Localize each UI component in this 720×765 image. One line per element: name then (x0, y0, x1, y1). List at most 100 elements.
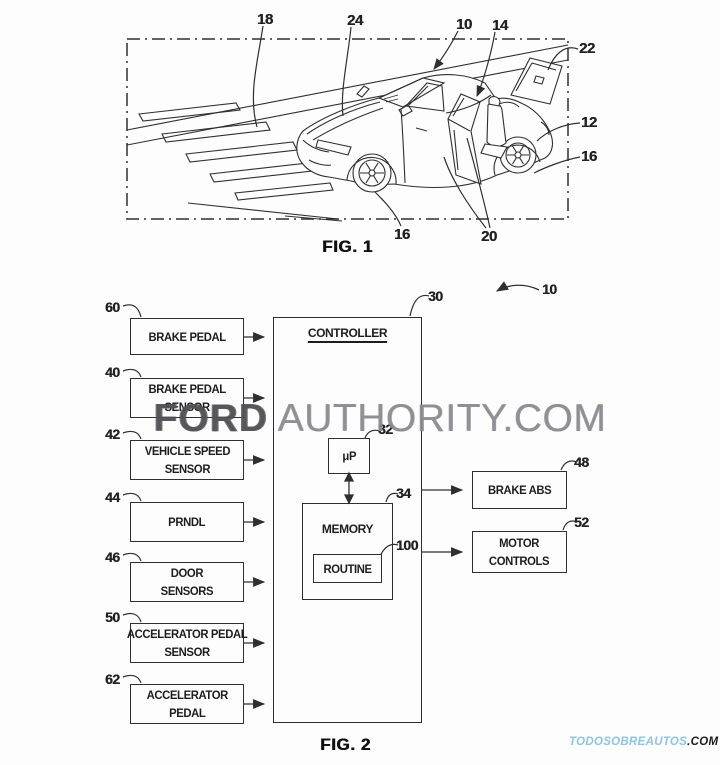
mp-memory-double-arrow (343, 471, 355, 505)
road (126, 44, 569, 222)
front-door-window (404, 82, 445, 112)
watermark-brand-text: FORD (153, 397, 268, 440)
leader-14 (476, 31, 496, 98)
leader-18 (252, 25, 264, 128)
fig1-caption: FIG. 1 (322, 237, 373, 256)
fig1-ref-10: 10 (456, 16, 472, 33)
fig1-ref-14: 14 (492, 17, 508, 34)
hook-42 (122, 430, 142, 440)
block-label: PRNDL (168, 515, 206, 529)
fig2-ref-100: 100 (396, 537, 418, 553)
hook-62 (122, 674, 142, 684)
memory-title: MEMORY (321, 522, 374, 536)
block-label: BRAKE ABS (487, 483, 552, 497)
fig2-ref-34: 34 (396, 485, 411, 501)
block-routine: ROUTINE (313, 554, 382, 583)
watermark-corner-dark: .COM (687, 736, 719, 748)
watermark-corner-blue: TODOSOBREAUTOS (569, 736, 688, 748)
windshield (377, 77, 446, 108)
block-controller (273, 317, 422, 723)
block-label: DOOR SENSORS (160, 566, 214, 598)
fig2-ref-62: 62 (105, 671, 120, 687)
ref-hooks (122, 294, 578, 684)
door-handle (415, 127, 428, 132)
leader-16-bottom (374, 191, 402, 227)
hook-32 (364, 429, 381, 439)
fig2-ref-32: 32 (378, 421, 393, 437)
leader-20b (466, 137, 491, 229)
controller-title: CONTROLLER (307, 326, 388, 340)
block-label: BRAKE PEDAL SENSOR (148, 382, 226, 414)
block-vehicle-speed-sensor: VEHICLE SPEED SENSOR (130, 440, 244, 480)
fig2-ref-44: 44 (105, 489, 120, 505)
crosswalk (138, 102, 334, 201)
block-accelerator-pedal: ACCELERATOR PEDAL (130, 684, 244, 724)
block-prndl: PRNDL (130, 502, 244, 542)
hook-40 (122, 368, 142, 378)
fig1-ref-16-bottom: 16 (394, 226, 410, 243)
fig2-ref-40: 40 (105, 364, 120, 380)
front-door-cut (400, 108, 406, 184)
fig2-ref-50: 50 (105, 609, 120, 625)
fig2-connectors (122, 281, 578, 709)
hook-52 (562, 520, 578, 531)
open-rear-door (447, 93, 482, 185)
windshield-markings (383, 94, 399, 103)
fig2-ref-10: 10 (542, 281, 557, 297)
todosobreautos-watermark: TODOSOBREAUTOS.COM (569, 736, 718, 748)
fig1-ref-24: 24 (347, 12, 363, 29)
hook-44 (122, 492, 142, 502)
block-label: MOTOR CONTROLS (489, 536, 550, 568)
leader-10 (433, 30, 459, 70)
hook-100 (380, 543, 399, 555)
fig1-ref-18: 18 (257, 11, 273, 28)
taillight (540, 121, 550, 136)
hook-50 (122, 612, 142, 623)
leader-22 (547, 47, 579, 71)
fig2-ref-60: 60 (105, 299, 120, 315)
fig1-scene (126, 25, 581, 229)
block-brake-pedal: BRAKE PEDAL (130, 318, 244, 355)
fig2-ref-52: 52 (574, 514, 589, 530)
fig2-ref-30: 30 (428, 288, 443, 304)
fig2-ref-48: 48 (574, 454, 589, 470)
rear-seat (480, 96, 508, 159)
hook-34 (385, 492, 399, 503)
output-arrows (422, 485, 464, 557)
block-microprocessor: μP (328, 438, 370, 474)
leader-16-right (533, 156, 581, 174)
block-label: μP (342, 449, 356, 463)
block-label: ROUTINE (323, 561, 372, 576)
fig1-ref-16-right: 16 (581, 148, 597, 165)
car-illustration (296, 57, 563, 193)
leader-20a (443, 156, 487, 229)
leader-12 (536, 122, 581, 142)
block-motor-controls: MOTOR CONTROLS (472, 531, 567, 573)
fig1-leader-lines (252, 25, 581, 229)
rear-beltline (445, 94, 492, 114)
fig2-ref-42: 42 (105, 426, 120, 442)
block-label: BRAKE PEDAL (148, 329, 226, 344)
hook-60 (122, 304, 142, 318)
block-brake-abs: BRAKE ABS (472, 471, 567, 509)
trunk-sill (498, 101, 520, 108)
fig1-ref-22: 22 (579, 40, 595, 57)
watermark-rest-text: AUTHORITY.COM (277, 397, 607, 440)
hood-lines (306, 101, 384, 141)
block-brake-pedal-sensor: BRAKE PEDAL SENSOR (130, 378, 244, 418)
fig2-system-leader (495, 281, 540, 292)
hook-48 (560, 460, 578, 471)
wheel-arches (346, 144, 541, 185)
block-label: ACCELERATOR PEDAL SENSOR (126, 627, 248, 659)
grille-and-bumper (302, 139, 332, 166)
cowl-vent (356, 85, 370, 98)
hook-30 (409, 294, 430, 317)
front-wheel (352, 153, 392, 193)
block-memory (302, 503, 393, 600)
open-trunk-lid (510, 57, 563, 105)
fig2-ref-46: 46 (105, 549, 120, 565)
hook-46 (122, 552, 142, 562)
